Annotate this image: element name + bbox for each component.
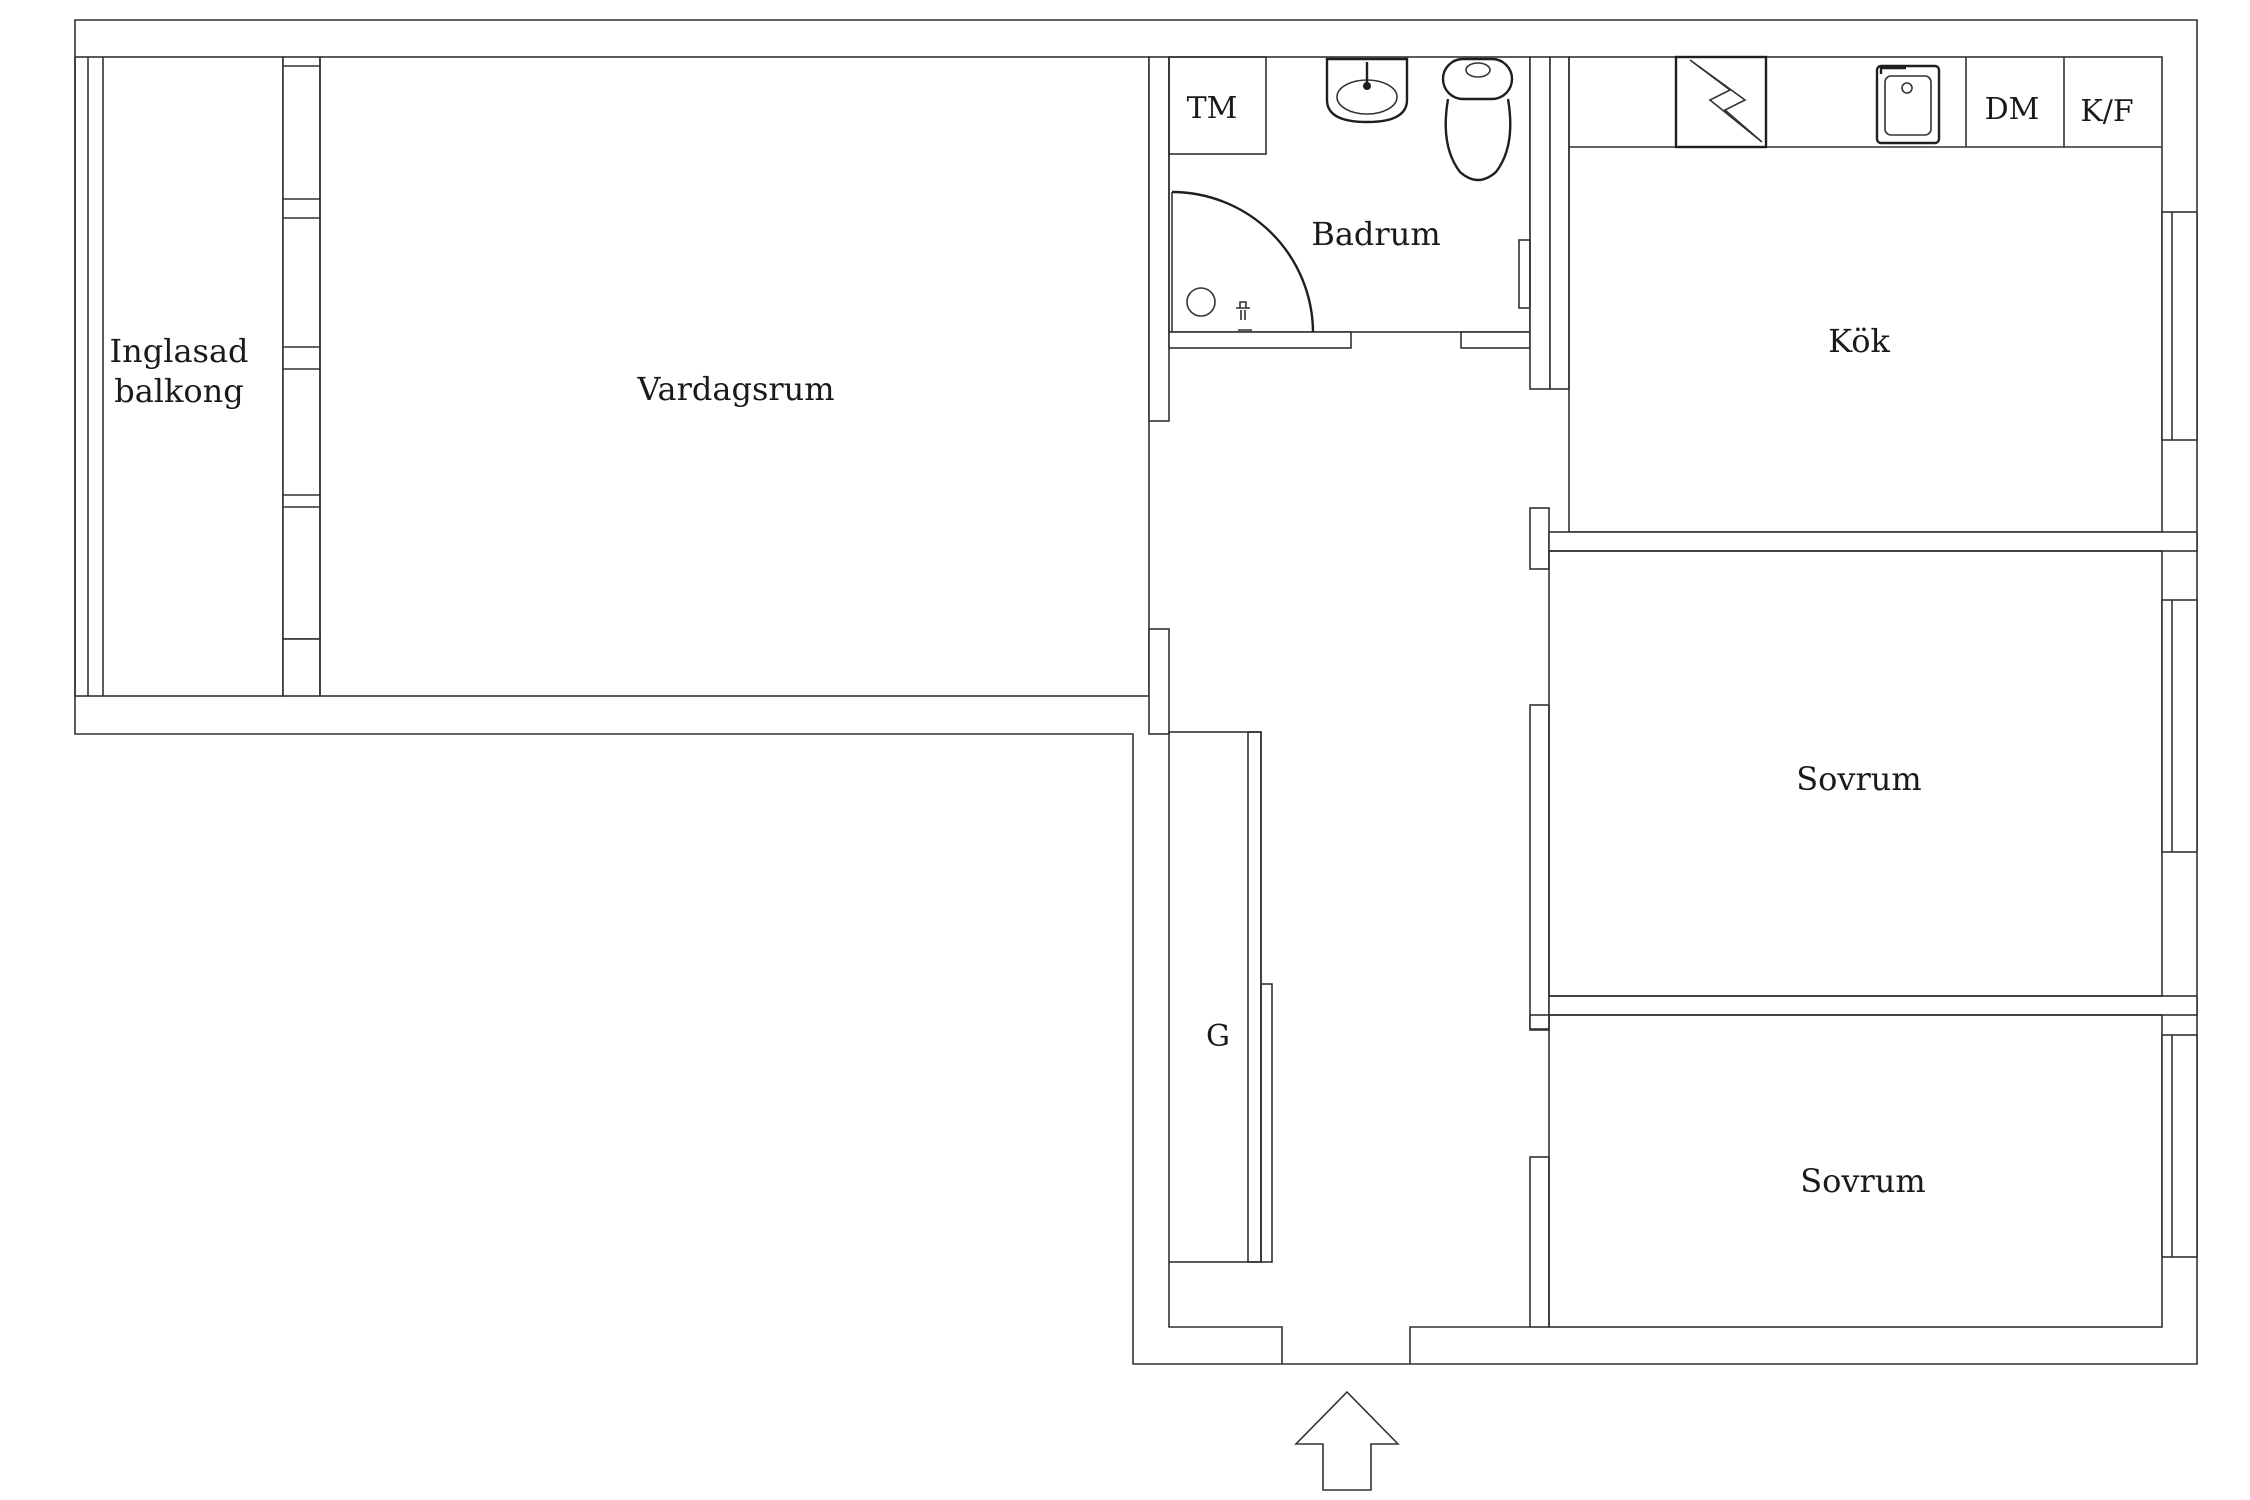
bedroom-2-label: Sovrum: [1800, 1162, 1926, 1200]
hallway-walls: [1529, 507, 2198, 1328]
wardrobe-label: G: [1206, 1019, 1230, 1054]
kitchen-label: Kök: [1828, 322, 1890, 360]
outer-wall: [74, 19, 2198, 1365]
shower-icon: [1171, 190, 1315, 333]
balcony-wall-group: [74, 56, 321, 697]
stove-icon: [1674, 55, 1768, 149]
bathroom-walls: [1168, 56, 1551, 390]
sink-icon: [1325, 57, 1409, 124]
fridge-freezer-label: K/F: [2080, 94, 2133, 129]
entrance-walls: [1168, 1262, 1530, 1364]
entrance-arrow-icon: [1294, 1390, 1400, 1491]
toilet-icon: [1441, 57, 1514, 182]
washer-label: TM: [1187, 91, 1238, 126]
living-room-walls: [319, 56, 1170, 735]
living-room-label: Vardagsrum: [636, 370, 834, 408]
bathroom-label: Badrum: [1311, 215, 1440, 253]
balcony-label-line2: balkong: [114, 372, 244, 410]
wardrobe: [1168, 731, 1273, 1263]
balcony-label-line1: Inglasad: [109, 332, 248, 370]
bedroom-2-walls: [1548, 1014, 2198, 1328]
dishwasher-label: DM: [1985, 92, 2040, 127]
bedroom-1-walls: [1548, 550, 2198, 997]
bedroom-1-label: Sovrum: [1796, 760, 1922, 798]
kitchen-sink-icon: [1875, 64, 1941, 145]
